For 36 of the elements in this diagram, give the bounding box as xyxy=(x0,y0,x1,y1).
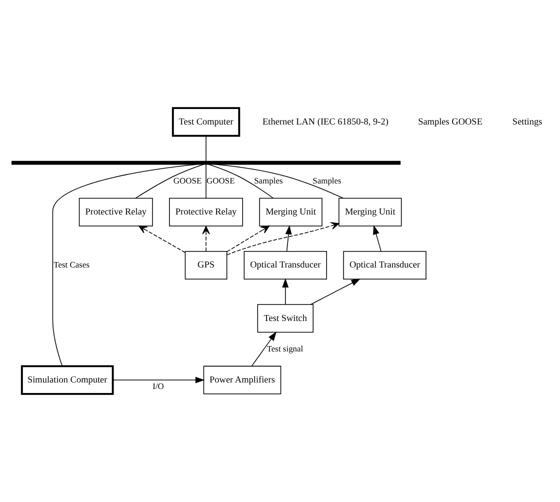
arrow xyxy=(226,226,270,252)
arrow xyxy=(112,376,205,384)
node-box: Optical Transducer xyxy=(244,251,327,280)
node-box: Test Switch xyxy=(257,304,314,333)
node-box: Merging Unit xyxy=(338,198,402,226)
node-box: Power Amplifiers xyxy=(203,366,282,394)
edge-label: GOOSE xyxy=(173,175,202,186)
arrow xyxy=(138,226,186,253)
arrow xyxy=(282,278,289,305)
label: Samples GOOSE xyxy=(418,116,482,126)
arrow xyxy=(310,278,361,305)
arrow xyxy=(251,332,277,366)
node-box: Merging Unit xyxy=(259,198,322,226)
connector xyxy=(52,164,198,367)
arrow xyxy=(373,225,382,252)
node-box: Optical Transducer xyxy=(343,251,426,280)
edge-label: Samples xyxy=(254,175,283,186)
label: Settings xyxy=(512,116,542,126)
edge-label: Test signal xyxy=(266,343,304,354)
edge-label: I/O xyxy=(152,381,164,392)
arrow xyxy=(202,226,210,252)
edge-label: Test Cases xyxy=(54,259,90,270)
node-bar xyxy=(12,160,401,165)
connector xyxy=(214,164,344,198)
node-box: Test Computer xyxy=(172,107,240,137)
edge-label: GOOSE xyxy=(206,175,235,186)
connector xyxy=(135,164,204,198)
arrow xyxy=(226,222,340,256)
node-box: Protective Relay xyxy=(78,198,153,226)
node-box: Protective Relay xyxy=(169,198,244,226)
label: Ethernet LAN (IEC 61850-8, 9-2) xyxy=(262,116,388,126)
node-box: Simulation Computer xyxy=(20,365,114,395)
arrow xyxy=(285,225,292,252)
connector xyxy=(208,164,274,199)
node-box: GPS xyxy=(184,251,228,280)
edge-label: Samples xyxy=(312,175,342,186)
